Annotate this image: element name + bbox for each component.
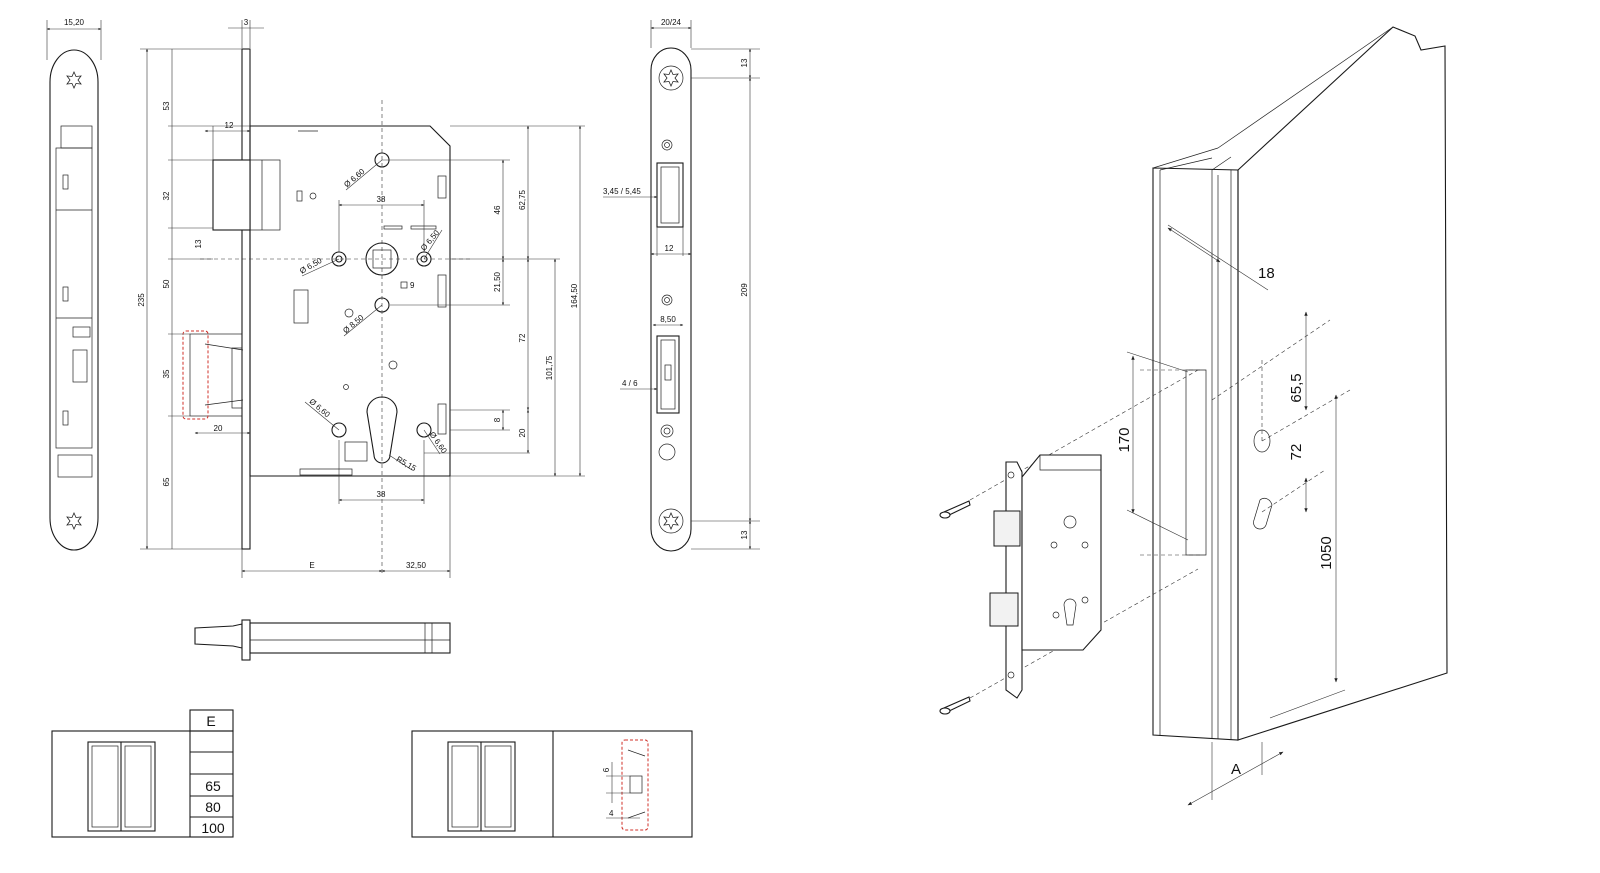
detail-box: 6 4 xyxy=(411,730,693,838)
e-table-row: 80 xyxy=(205,799,221,815)
backset-e-label: E xyxy=(309,561,314,570)
dim-50-label: 50 xyxy=(162,279,171,288)
dim-53-label: 53 xyxy=(162,101,171,110)
dim-72-label: 72 xyxy=(518,333,527,342)
dim-35-label: 35 xyxy=(162,369,171,378)
bolt-20-label: 20 xyxy=(214,424,223,433)
bolt-detail-marker xyxy=(182,330,209,420)
bolt-46-label: 4 / 6 xyxy=(622,379,638,388)
screw-icon xyxy=(939,696,971,715)
handing-icon xyxy=(87,741,156,832)
dim-3250-label: 32,50 xyxy=(406,561,427,570)
screw-torx-icon xyxy=(663,69,679,87)
iso-dim-72-label: 72 xyxy=(1288,444,1305,461)
detail-6-label: 6 xyxy=(602,767,611,772)
square-9-label: 9 xyxy=(410,281,415,290)
iso-dim-1050-label: 1050 xyxy=(1318,536,1335,569)
front-view: 3 235 53 32 13 50 35 65 12 20 Ø 6,60 Ø 6… xyxy=(137,18,585,578)
dia-660-bottom-label: Ø 6,60 xyxy=(308,397,333,420)
bottom-13-label: 13 xyxy=(740,530,749,539)
bolt-850-label: 8,50 xyxy=(660,315,676,324)
latch-12-label: 12 xyxy=(225,121,234,130)
e-table: E 65 80 100 xyxy=(51,709,234,838)
faceplate-view: 20/24 13 209 13 3,45 / 5,45 12 xyxy=(603,18,760,552)
dim-2150-label: 21,50 xyxy=(493,271,502,292)
dim-8-label: 8 xyxy=(493,417,502,422)
height-235-label: 235 xyxy=(137,293,146,307)
screw-torx-icon xyxy=(66,512,82,530)
bolt-side-view xyxy=(194,619,451,661)
e-table-row: 100 xyxy=(201,820,225,836)
iso-dim-170-label: 170 xyxy=(1116,427,1133,452)
screw-torx-icon xyxy=(66,71,82,89)
handing-icon xyxy=(447,741,516,832)
iso-dim-655-label: 65,5 xyxy=(1288,373,1305,402)
bolt-detail-marker xyxy=(621,739,649,831)
e-table-header: E xyxy=(206,713,215,729)
iso-dim-a-label: A xyxy=(1231,761,1241,778)
e-table-row: 65 xyxy=(205,778,221,794)
dia-650-left-label: Ø 6,50 xyxy=(298,256,324,276)
dim-65-label: 65 xyxy=(162,477,171,486)
iso-door-view: 18 170 65,5 72 1050 A xyxy=(939,26,1448,806)
top-13-label: 13 xyxy=(740,58,749,67)
side-view: 15,20 xyxy=(46,18,102,551)
dim-10175-label: 101,75 xyxy=(545,355,554,380)
dim-32-label: 32 xyxy=(162,191,171,200)
height-209-label: 209 xyxy=(740,283,749,297)
latch-12-face-label: 12 xyxy=(665,244,674,253)
cyl-38-label: 38 xyxy=(377,490,386,499)
faceplate-width-label: 20/24 xyxy=(661,18,682,27)
spindle-38-label: 38 xyxy=(377,195,386,204)
dim-13-label: 13 xyxy=(194,239,203,248)
side-width-label: 15,20 xyxy=(64,18,85,27)
iso-dim-18-label: 18 xyxy=(1258,265,1275,282)
dim-20-label: 20 xyxy=(518,428,527,437)
dim-6275-label: 62,75 xyxy=(518,189,527,210)
detail-4-label: 4 xyxy=(609,809,614,818)
latch-proj-label: 3,45 / 5,45 xyxy=(603,187,641,196)
dia-850-label: Ø 8,50 xyxy=(341,313,366,336)
r515-label: R5,15 xyxy=(395,455,418,474)
screw-torx-icon xyxy=(663,512,679,530)
dia-660-top-label: Ø 6,60 xyxy=(342,167,367,190)
screw-icon xyxy=(939,500,971,519)
plate-thickness-label: 3 xyxy=(244,18,249,27)
dim-16450-label: 164,50 xyxy=(570,283,579,308)
dim-46-label: 46 xyxy=(493,205,502,214)
